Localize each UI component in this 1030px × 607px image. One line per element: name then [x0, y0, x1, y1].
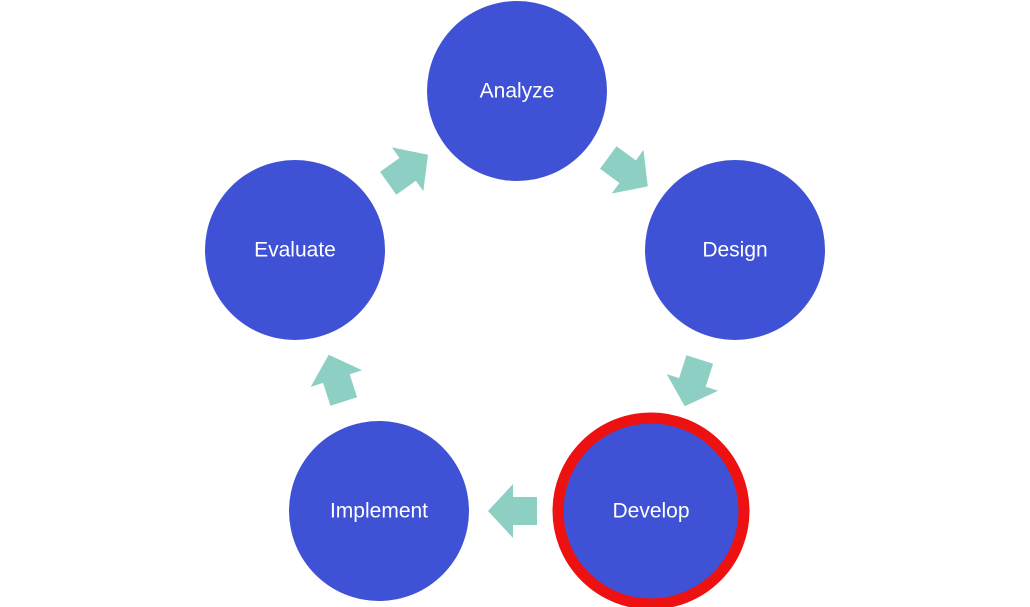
node-evaluate-label: Evaluate — [254, 239, 336, 262]
node-implement-circle — [289, 421, 469, 601]
node-analyze-circle — [427, 1, 607, 181]
node-design: Design — [645, 160, 825, 340]
node-evaluate: Evaluate — [205, 160, 385, 340]
node-implement: Implement — [289, 421, 469, 601]
node-analyze-label: Analyze — [480, 80, 555, 103]
node-develop-label: Develop — [612, 500, 689, 523]
node-analyze: Analyze — [427, 1, 607, 181]
node-develop-circle — [552, 412, 750, 607]
arrow-implement-to-evaluate-icon — [310, 354, 363, 406]
node-design-label: Design — [702, 239, 767, 262]
node-develop: Develop — [552, 412, 750, 607]
arrow-analyze-to-design-icon — [600, 146, 648, 194]
node-evaluate-circle — [205, 160, 385, 340]
node-implement-label: Implement — [330, 500, 428, 523]
node-design-circle — [645, 160, 825, 340]
arrow-develop-to-implement-icon — [488, 484, 537, 538]
arrow-design-to-develop-icon — [666, 355, 719, 407]
arrow-evaluate-to-analyze-icon — [380, 147, 428, 195]
